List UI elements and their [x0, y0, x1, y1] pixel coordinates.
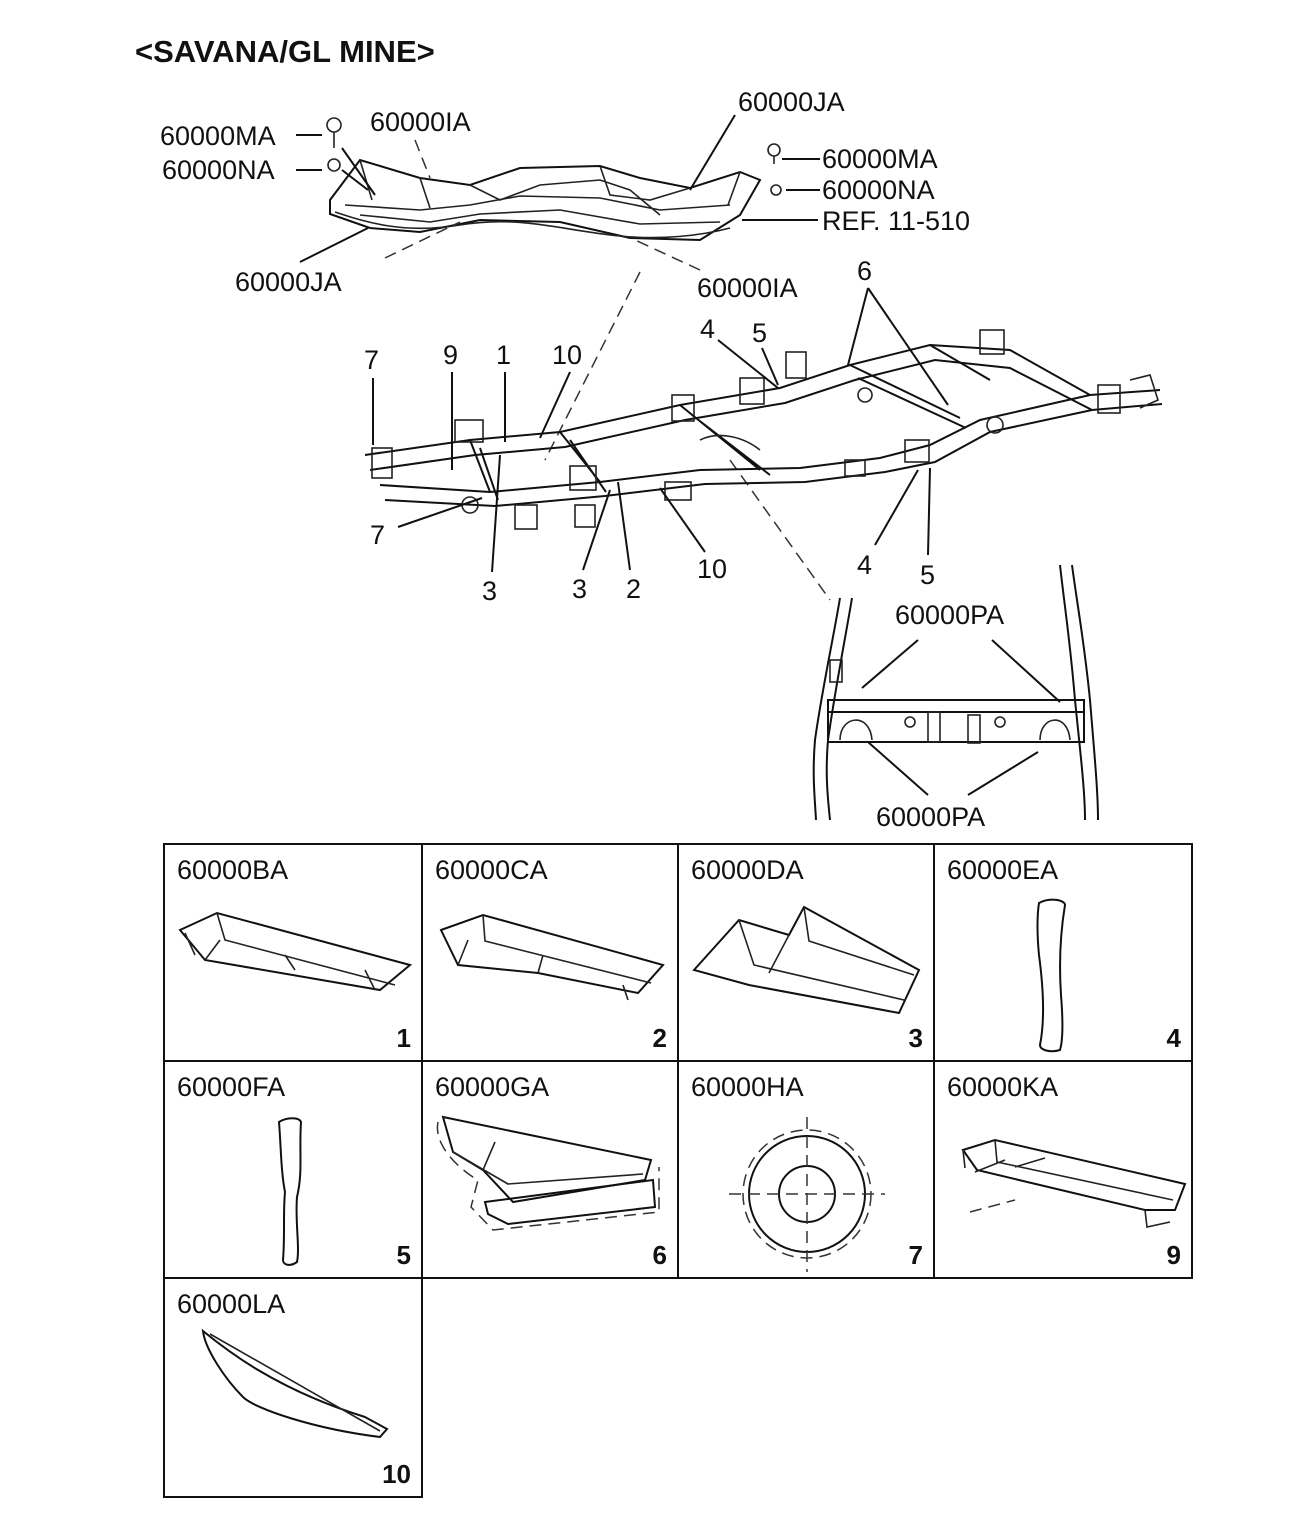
- callout-5-bottom: 5: [920, 560, 935, 590]
- part-code: 60000EA: [947, 855, 1059, 885]
- callout-60000ia-top: 60000IA: [370, 107, 471, 137]
- callout-60000na-left: 60000NA: [162, 155, 275, 185]
- callout-4-bottom: 4: [857, 550, 872, 580]
- part-1-drawing: [178, 911, 413, 992]
- page-title: <SAVANA/GL MINE>: [135, 34, 435, 69]
- callout-60000pa-bottom: 60000PA: [876, 802, 985, 832]
- part-cell-6: 60000GA 6: [421, 1060, 679, 1279]
- callout-5-top: 5: [752, 318, 767, 348]
- callout-2: 2: [626, 574, 641, 604]
- part-10-drawing: [201, 1328, 389, 1439]
- part-3-drawing: [692, 905, 921, 1015]
- part-2-drawing: [439, 913, 665, 1001]
- part-number: 7: [908, 1240, 923, 1270]
- part-cell-2: 60000CA 2: [421, 843, 679, 1062]
- part-cell-3: 60000DA 3: [677, 843, 935, 1062]
- callout-7-top: 7: [364, 345, 379, 375]
- part-7-drawing: [729, 1117, 885, 1272]
- inset-detail: [812, 564, 1099, 821]
- part-cell-1: 60000BA 1: [163, 843, 423, 1062]
- part-code: 60000HA: [691, 1072, 804, 1102]
- part-code: 60000FA: [177, 1072, 286, 1102]
- part-code: 60000LA: [177, 1289, 286, 1319]
- part-4-drawing: [1036, 898, 1067, 1053]
- part-9-drawing: [961, 1138, 1187, 1228]
- exploded-frame-diagram: 60000JA 60000IA 60000MA 60000NA 60000MA …: [160, 87, 1163, 832]
- part-cell-7: 60000HA 7: [677, 1060, 935, 1279]
- part-code: 60000CA: [435, 855, 548, 885]
- callout-60000ma-right: 60000MA: [822, 144, 938, 174]
- part-cell-5: 60000FA 5: [163, 1060, 423, 1279]
- callout-60000ia-bottom: 60000IA: [697, 273, 798, 303]
- callout-10-bottom: 10: [697, 554, 727, 584]
- part-number: 2: [652, 1023, 667, 1053]
- part-cell-10: 60000LA 10: [163, 1277, 423, 1498]
- part-number: 3: [908, 1023, 923, 1053]
- part-number: 4: [1166, 1023, 1181, 1053]
- callout-3-left: 3: [482, 576, 497, 606]
- part-code: 60000DA: [691, 855, 804, 885]
- callout-9: 9: [443, 340, 458, 370]
- callout-60000na-right: 60000NA: [822, 175, 935, 205]
- callout-4-top: 4: [700, 314, 715, 344]
- callout-10-top: 10: [552, 340, 582, 370]
- part-6-drawing: [436, 1115, 660, 1231]
- skid-plate-assembly: [326, 117, 782, 242]
- callout-60000ja-top: 60000JA: [738, 87, 845, 117]
- part-code: 60000GA: [435, 1072, 550, 1102]
- part-number: 10: [382, 1459, 411, 1489]
- part-number: 9: [1166, 1240, 1181, 1270]
- callout-7-bottom: 7: [370, 520, 385, 550]
- part-number: 1: [396, 1023, 411, 1053]
- chassis-frame: [364, 329, 1163, 530]
- callout-6: 6: [857, 256, 872, 286]
- callout-ref: REF. 11-510: [822, 206, 970, 236]
- part-number: 6: [652, 1240, 667, 1270]
- callout-3-right: 3: [572, 574, 587, 604]
- callout-60000ma-left: 60000MA: [160, 121, 276, 151]
- callout-60000ja-bottom: 60000JA: [235, 267, 342, 297]
- part-number: 5: [396, 1240, 411, 1270]
- part-code: 60000BA: [177, 855, 289, 885]
- callout-60000pa-top: 60000PA: [895, 600, 1004, 630]
- callout-1: 1: [496, 340, 511, 370]
- part-code: 60000KA: [947, 1072, 1059, 1102]
- part-cell-4: 60000EA 4: [933, 843, 1193, 1062]
- part-5-drawing: [277, 1117, 303, 1266]
- part-cell-9: 60000KA 9: [933, 1060, 1193, 1279]
